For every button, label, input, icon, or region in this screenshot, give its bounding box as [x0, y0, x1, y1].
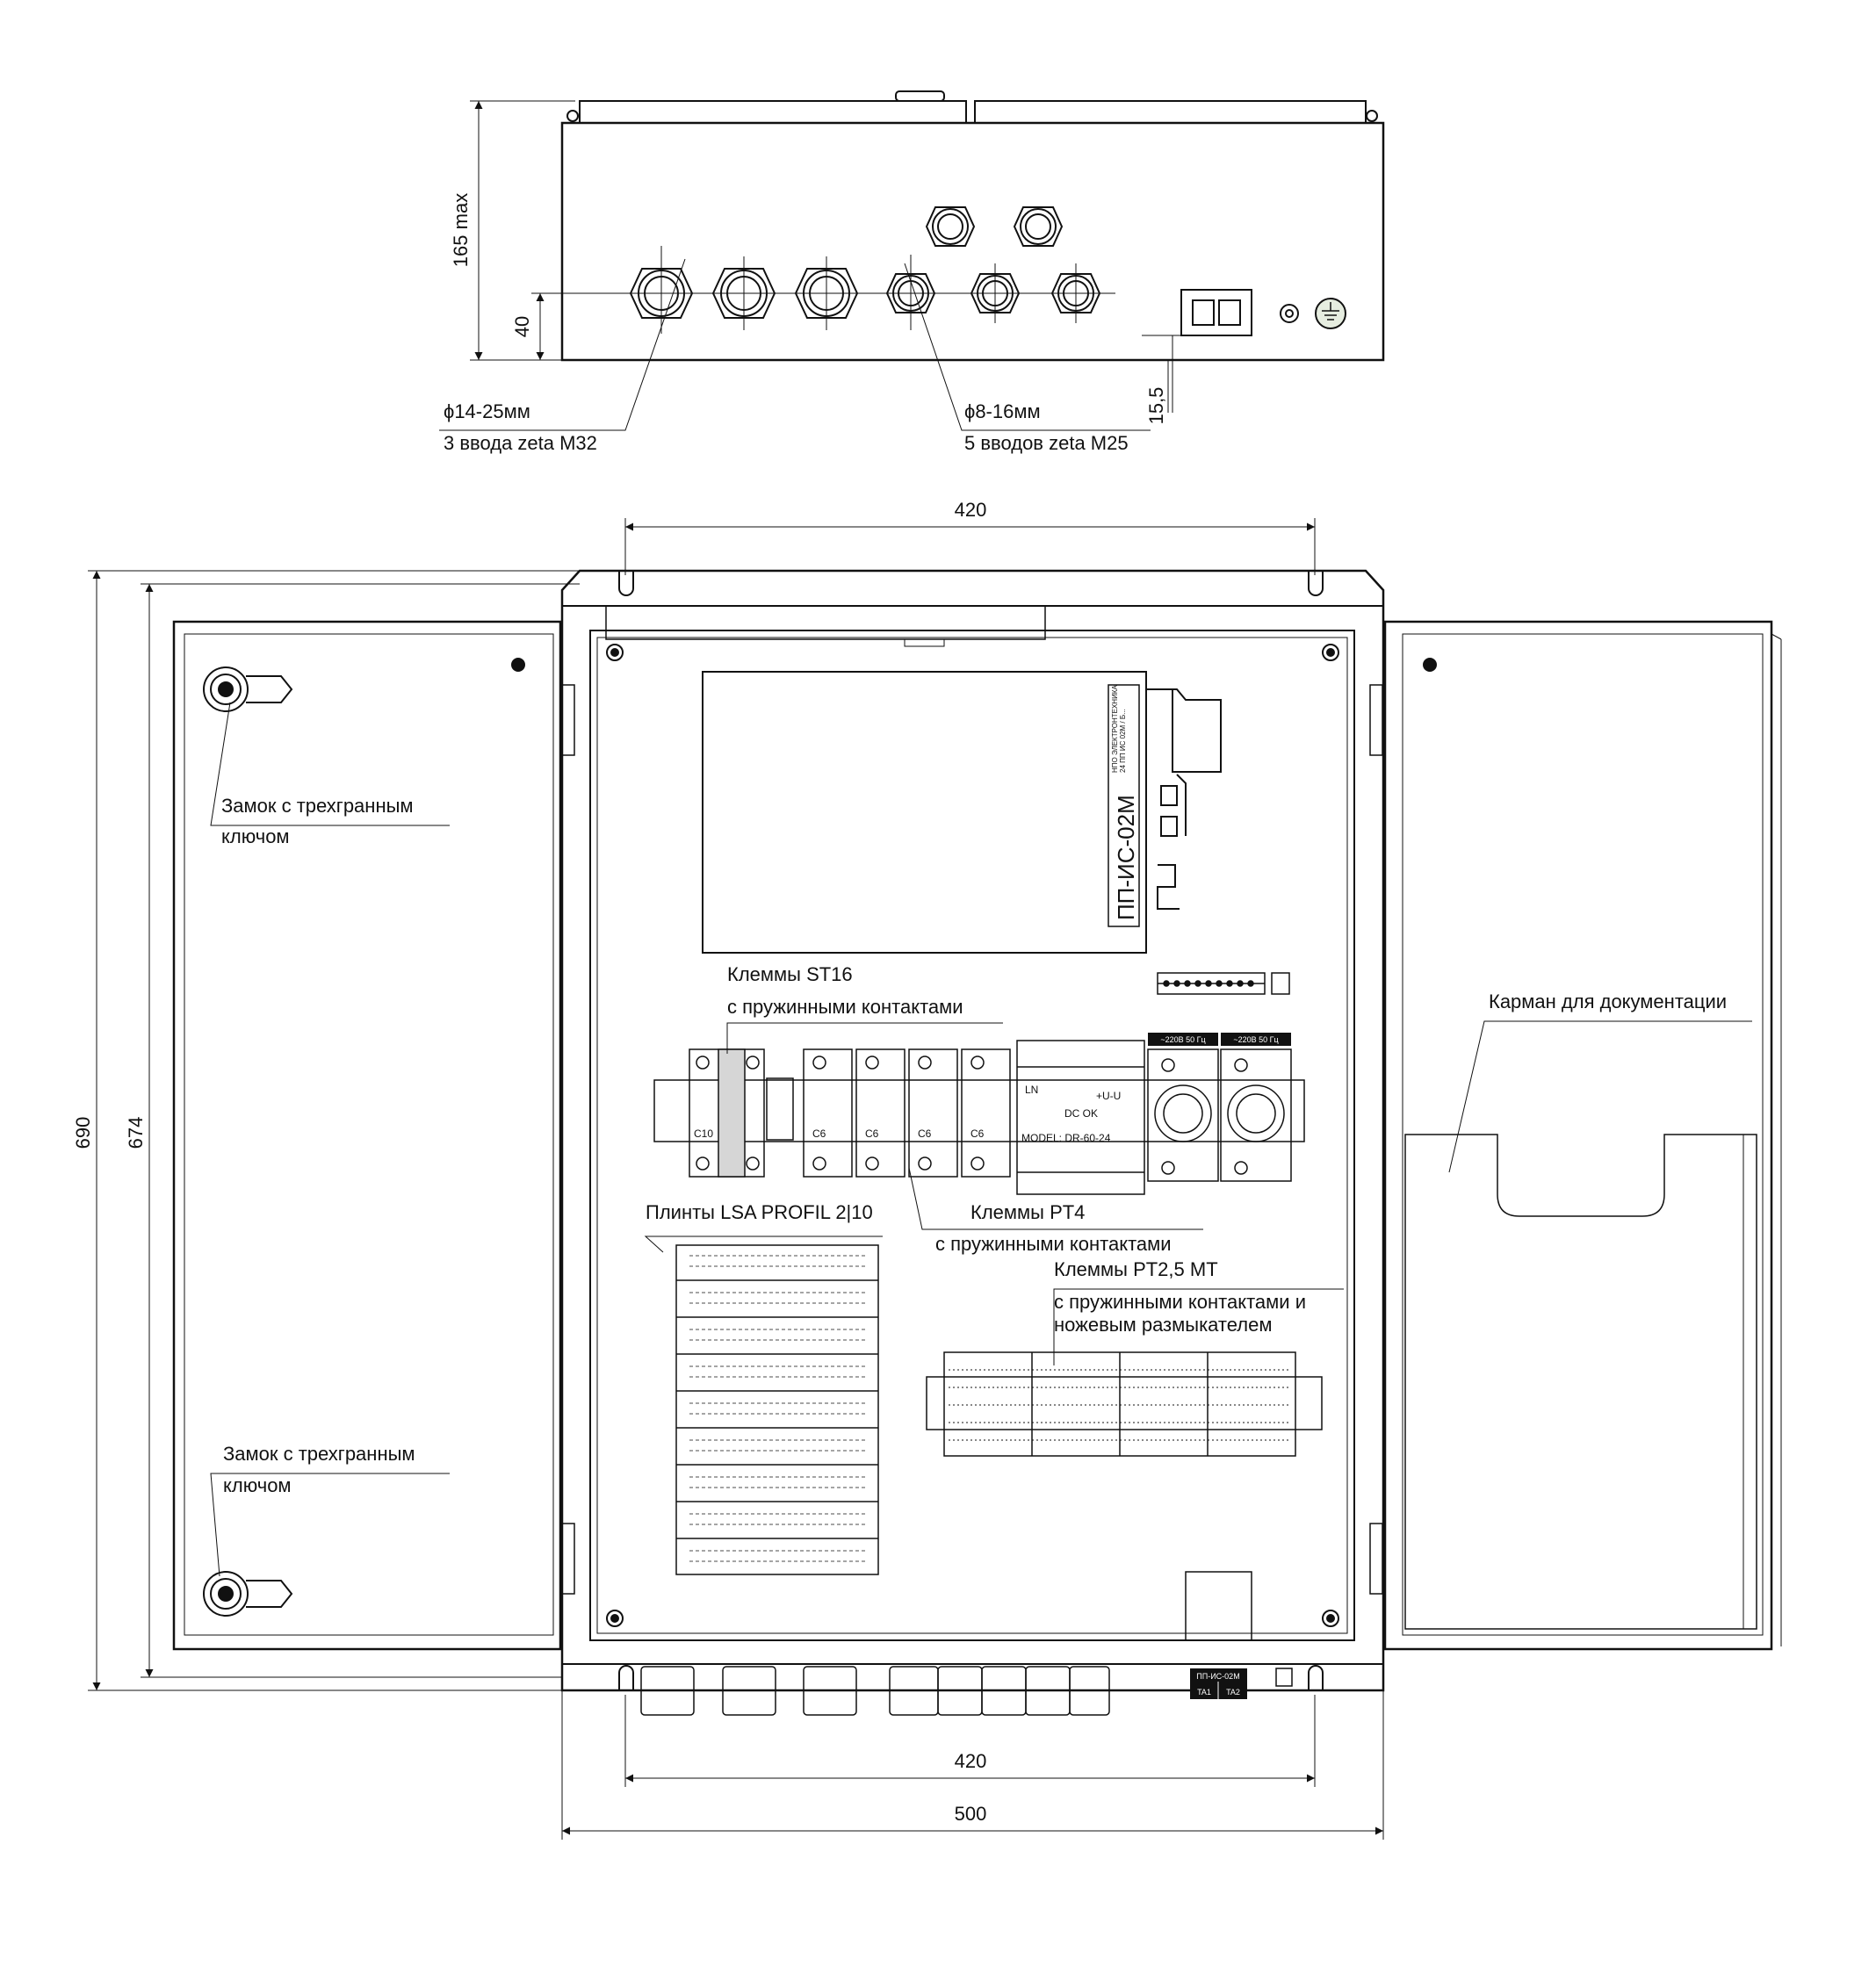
right-door	[1383, 620, 1773, 1651]
left-door	[172, 620, 562, 1651]
lsa-label: Плинты LSA PROFIL 2|10	[646, 1201, 873, 1223]
socket-1-label: ~220В 50 Гц	[1160, 1035, 1205, 1044]
breaker-3-label: C6	[865, 1127, 879, 1140]
dim-overall-width: 500	[955, 1803, 987, 1825]
top-view-lid-left	[579, 100, 967, 124]
pt25-terminal-block	[926, 1351, 1323, 1457]
pt25-label-1: Клеммы PT2,5 MT	[1054, 1258, 1218, 1280]
front-view-dimensions	[88, 518, 1384, 1840]
nameplate-right: TA2	[1226, 1688, 1240, 1697]
breaker-5-label: C6	[970, 1127, 985, 1140]
psu-terminals: LN	[1025, 1084, 1038, 1096]
bottom-glands	[640, 1571, 1293, 1716]
gland-m25-count: 5 вводов zeta M25	[964, 432, 1129, 454]
pt25-label-3: ножевым размыкателем	[1054, 1314, 1272, 1336]
dim-bottom-width: 420	[955, 1750, 987, 1772]
lock-top-icon	[203, 666, 293, 712]
converter-maker-2: 24 ПП ИС 02М / Б...	[1119, 709, 1127, 773]
psu-adjust: +U-U	[1096, 1090, 1121, 1102]
gland-m25	[885, 206, 1101, 313]
pocket-label: Карман для документации	[1489, 991, 1727, 1012]
converter-maker: НПО ЭЛЕКТРОНТЕХНИКА	[1111, 685, 1119, 773]
mounting-plate	[589, 630, 1355, 1641]
socket-1	[1147, 1048, 1219, 1182]
socket-2-label-bg	[1221, 1033, 1291, 1046]
lock-bottom-icon	[203, 1571, 293, 1617]
pt4-label-1: Клеммы PT4	[970, 1201, 1085, 1223]
dim-gland-axis-40: 40	[511, 316, 533, 337]
lsa-plint-block	[675, 1244, 879, 1575]
pt4-label-2: с пружинными контактами	[935, 1233, 1172, 1255]
lock-top-label-1: Замок с трехгранным	[221, 795, 414, 817]
nameplate-left: TA1	[1197, 1688, 1211, 1697]
st16-label-1: Клеммы ST16	[727, 963, 853, 985]
dim-door-height: 674	[125, 1117, 147, 1149]
top-view-handle	[895, 90, 945, 102]
lock-top-label-2: ключом	[221, 825, 290, 847]
document-pocket	[1404, 1134, 1757, 1630]
top-view-lid-right	[974, 100, 1367, 124]
psu-status: DC OK	[1064, 1107, 1098, 1120]
top-view-socket	[1180, 289, 1252, 336]
nameplate-title: ПП-ИС-02М	[1196, 1672, 1239, 1681]
top-view-ground-bolt	[1280, 304, 1299, 323]
ground-terminal-strip	[1157, 972, 1290, 995]
socket-2	[1220, 1048, 1292, 1182]
psu-model: MODEL: DR-60-24	[1021, 1132, 1111, 1144]
breaker-4-label: C6	[918, 1127, 932, 1140]
top-view-body	[560, 121, 1385, 362]
pt25-label-2: с пружинными контактами и	[1054, 1291, 1306, 1313]
dim-height-165: 165 max	[450, 193, 472, 267]
breaker-2-label: C6	[812, 1127, 826, 1140]
st16-label-2: с пружинными контактами	[727, 996, 963, 1018]
converter-housing	[702, 671, 1147, 954]
plate-screws	[606, 644, 1339, 1627]
top-view	[560, 90, 1385, 362]
din-rail-breakers	[653, 1040, 1305, 1195]
breaker-1-label: C10	[694, 1127, 713, 1140]
dim-socket-offset: 15,5	[1145, 387, 1167, 425]
gland-m32-diameter: ϕ14-25мм	[444, 400, 530, 422]
socket-2-label: ~220В 50 Гц	[1233, 1035, 1278, 1044]
converter-label-strip	[1108, 684, 1140, 927]
ground-icon	[1315, 298, 1346, 329]
gland-m32-count: 3 ввода zeta M32	[444, 432, 597, 454]
lock-bottom-label-1: Замок с трехгранным	[223, 1443, 415, 1465]
gland-m25-diameter: ϕ8-16мм	[964, 400, 1041, 422]
converter-name: ПП-ИС-02М	[1113, 795, 1139, 920]
dim-overall-height: 690	[72, 1117, 94, 1149]
dim-top-width: 420	[955, 499, 987, 521]
top-view-dimensions	[439, 100, 1181, 431]
front-view	[172, 569, 1782, 1692]
lock-bottom-label-2: ключом	[223, 1474, 292, 1496]
front-view-leaders	[210, 702, 1752, 1577]
socket-1-label-bg	[1148, 1033, 1218, 1046]
psu-housing	[1016, 1040, 1145, 1195]
